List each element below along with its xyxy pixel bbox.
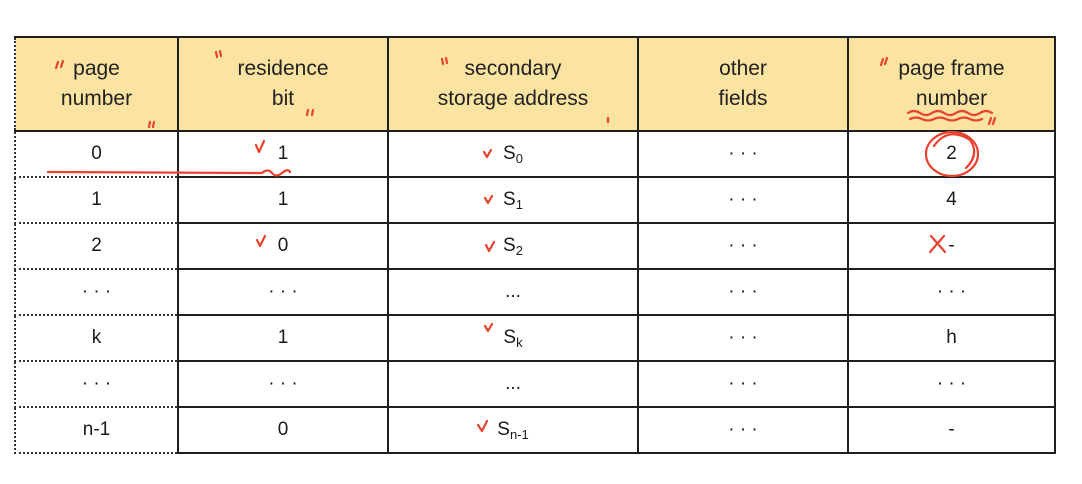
- address-base: S: [503, 327, 517, 348]
- cell-page-number: n-1: [14, 406, 179, 454]
- address-base: ...: [505, 373, 521, 394]
- header-page-number: page number: [14, 36, 179, 132]
- cell-residence-bit: · · ·: [177, 360, 389, 408]
- header-page-frame-number-line1: page frame: [898, 57, 1005, 80]
- cell-residence-bit: · · ·: [177, 268, 389, 316]
- cell-page-number: · · ·: [14, 360, 179, 408]
- address-base: S: [503, 143, 516, 164]
- cell-secondary-address: Sk: [387, 314, 639, 362]
- header-secondary-storage-address: secondary storage address: [387, 36, 639, 132]
- header-other-fields: other fields: [637, 36, 849, 132]
- table-row: 2 0 S2 · · · -: [14, 222, 1056, 270]
- address-subscript: k: [516, 335, 523, 350]
- header-residence-bit-line1: residence: [237, 57, 329, 80]
- cell-secondary-address: S0: [387, 130, 639, 178]
- cell-secondary-address: ...: [387, 360, 639, 408]
- header-residence-bit: residence bit: [177, 36, 389, 132]
- cell-other-fields: · · ·: [637, 314, 849, 362]
- table-row: n-1 0 Sn-1 · · · -: [14, 406, 1056, 454]
- cell-page-number: 0: [14, 130, 179, 178]
- cell-page-number: k: [14, 314, 179, 362]
- address-subscript: 2: [515, 243, 523, 258]
- cell-other-fields: · · ·: [637, 222, 849, 270]
- address-base: S: [497, 419, 510, 440]
- header-page-number-line1: page: [73, 57, 120, 80]
- cell-residence-bit: 1: [177, 314, 389, 362]
- header-page-number-line2: number: [60, 87, 133, 110]
- cell-page-frame-number: 4: [847, 176, 1056, 224]
- cell-residence-bit: 1: [177, 130, 389, 178]
- cell-page-number: · · ·: [14, 268, 179, 316]
- table-row: k 1 Sk · · · h: [14, 314, 1056, 362]
- cell-other-fields: · · ·: [637, 406, 849, 454]
- header-page-frame-number-line2: number: [915, 87, 988, 110]
- cell-page-frame-number: -: [847, 406, 1056, 454]
- table-row: · · · · · · ... · · · · · ·: [14, 360, 1056, 408]
- cell-page-frame-number: · · ·: [847, 360, 1056, 408]
- cell-residence-bit: 1: [177, 176, 389, 224]
- header-row: page number residence bit secondary stor…: [14, 36, 1056, 132]
- cell-other-fields: · · ·: [637, 130, 849, 178]
- cell-page-number: 1: [14, 176, 179, 224]
- header-other-fields-line1: other: [719, 57, 767, 80]
- cell-secondary-address: Sn-1: [387, 406, 639, 454]
- address-base: S: [503, 235, 516, 256]
- table-row: · · · · · · ... · · · · · ·: [14, 268, 1056, 316]
- cell-other-fields: · · ·: [637, 176, 849, 224]
- cell-page-frame-number: -: [847, 222, 1056, 270]
- cell-page-number: 2: [14, 222, 179, 270]
- cell-page-frame-number: h: [847, 314, 1056, 362]
- header-secondary-storage-address-line2: storage address: [437, 87, 589, 110]
- page-table: page number residence bit secondary stor…: [14, 36, 1056, 454]
- cell-secondary-address: ...: [387, 268, 639, 316]
- address-subscript: 1: [515, 197, 523, 212]
- address-base: S: [503, 189, 516, 210]
- cell-other-fields: · · ·: [637, 268, 849, 316]
- header-residence-bit-line2: bit: [271, 87, 295, 110]
- cell-secondary-address: S1: [387, 176, 639, 224]
- address-subscript: n-1: [509, 427, 529, 442]
- header-other-fields-line2: fields: [718, 87, 768, 110]
- cell-page-frame-number: · · ·: [847, 268, 1056, 316]
- cell-other-fields: · · ·: [637, 360, 849, 408]
- address-base: ...: [505, 281, 521, 302]
- table-row: 0 1 S0 · · · 2: [14, 130, 1056, 178]
- cell-secondary-address: S2: [387, 222, 639, 270]
- cell-residence-bit: 0: [177, 406, 389, 454]
- header-secondary-storage-address-line1: secondary: [464, 57, 562, 80]
- header-page-frame-number: page frame number: [847, 36, 1056, 132]
- table-row: 1 1 S1 · · · 4: [14, 176, 1056, 224]
- address-subscript: 0: [515, 151, 523, 166]
- cell-residence-bit: 0: [177, 222, 389, 270]
- cell-page-frame-number: 2: [847, 130, 1056, 178]
